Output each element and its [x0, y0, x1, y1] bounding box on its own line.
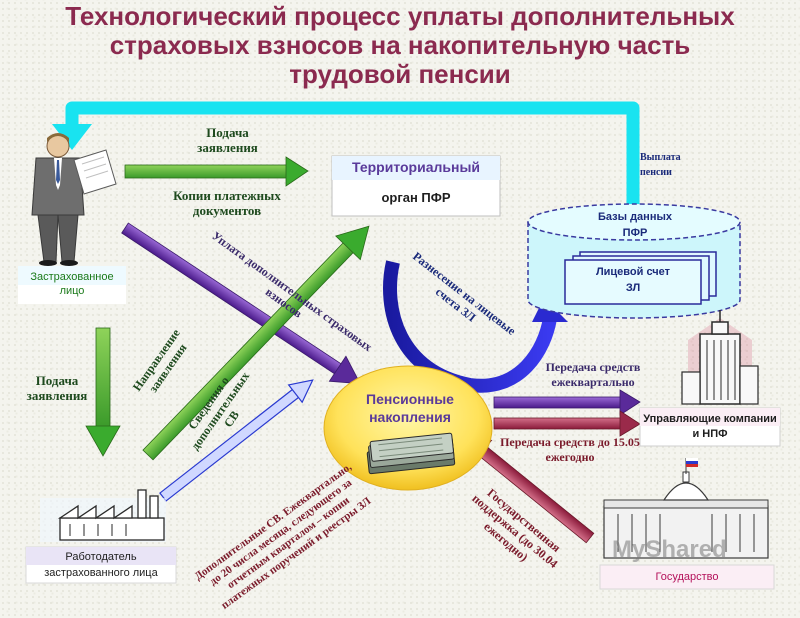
submit-application-left-label: Подача заявления — [26, 373, 88, 403]
application-arrow-horizontal — [124, 156, 309, 187]
money-bundle-icon — [366, 432, 456, 475]
managing-companies-label: Управляющие компании и НПФ — [643, 413, 777, 440]
factory-icon — [40, 489, 166, 542]
submit-application-top-label: Подача заявления — [197, 125, 258, 155]
pension-payment-label: Выплата пенсии — [640, 152, 681, 178]
page-title: Технологический процесс уплаты дополните… — [65, 1, 735, 89]
territorial-body-label-2: орган ПФР — [381, 190, 451, 205]
quarterly-transfer-label: Передача средств ежеквартально — [545, 360, 641, 389]
state-box — [599, 564, 775, 590]
pension-payment-arrow-head — [52, 124, 92, 150]
personal-account-label-1: Лицевой счет — [595, 266, 671, 278]
annual-transfer-arrow — [493, 410, 641, 437]
employer-label-1: Работодатель — [65, 551, 137, 563]
account-cards — [564, 251, 717, 305]
sv-info-arrow — [142, 225, 370, 461]
pfr-databases-label-1: Базы данных — [598, 211, 672, 223]
businessman-icon — [31, 133, 117, 266]
personal-account-label-2: ЗЛ — [625, 282, 641, 294]
pfr-databases-label-2: ПФР — [622, 227, 648, 239]
insured-person-label: Застрахованное лицо — [30, 271, 114, 297]
application-arrow-vertical — [85, 327, 121, 457]
employer-contributions-arrow — [159, 379, 314, 502]
pension-payment-arrow — [65, 101, 640, 210]
pension-savings-label-1: Пенсионные — [366, 391, 454, 407]
annual-transfer-label: Передача средств до 15.05 ежегодно — [500, 435, 640, 464]
pension-savings-label-2: накопления — [369, 409, 451, 425]
territorial-body-label-1: Территориальный — [351, 159, 481, 175]
skyscraper-icon — [681, 310, 759, 405]
watermark: MyShared — [612, 536, 727, 563]
quarterly-transfer-arrow — [493, 389, 641, 416]
state-label: Государство — [655, 571, 719, 583]
employer-label-2: застрахованного лица — [44, 567, 158, 579]
process-diagram — [18, 101, 781, 590]
government-building-icon — [603, 458, 769, 559]
contributions-payment-arrow — [121, 222, 361, 385]
payment-doc-copies-label: Копии платежных документов — [173, 188, 281, 218]
posting-arrow — [383, 260, 557, 393]
